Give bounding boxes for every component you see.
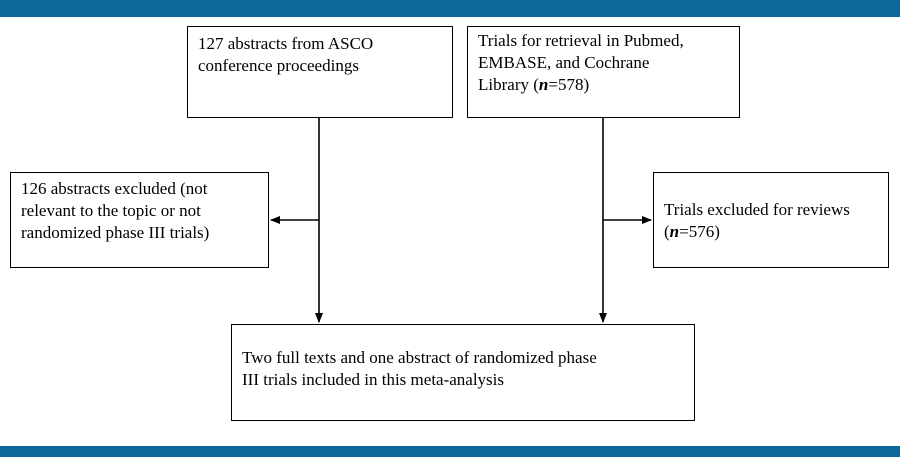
excluded-reviews-line-2-suffix: =576) <box>679 222 720 241</box>
asco-box-line-2: conference proceedings <box>198 56 359 75</box>
excluded-abstracts-box: 126 abstracts excluded (not relevant to … <box>10 172 269 268</box>
asco-box-line-1: 127 abstracts from ASCO <box>198 34 374 53</box>
databases-box-line-1: Trials for retrieval in Pubmed, <box>478 31 684 50</box>
excluded-abstracts-line-1: 126 abstracts excluded (not <box>21 179 208 198</box>
databases-line-3-prefix: Library ( <box>478 75 539 94</box>
excluded-reviews-line-2-prefix: ( <box>664 222 670 241</box>
databases-box-line-2: EMBASE, and Cochrane <box>478 53 650 72</box>
excluded-reviews-n-label: n <box>669 222 680 241</box>
included-box-line-2: III trials included in this meta-analysi… <box>242 370 505 389</box>
included-trials-box: Two full texts and one abstract of rando… <box>231 324 695 421</box>
databases-n-label: n <box>538 75 549 94</box>
excluded-abstracts-line-3: randomized phase III trials) <box>21 223 210 242</box>
excluded-reviews-line-2: (n=576) <box>664 221 880 243</box>
databases-box-line-3: Library (n=578) <box>478 74 731 96</box>
top-banner <box>0 0 900 17</box>
bottom-banner <box>0 446 900 457</box>
excluded-reviews-box: Trials excluded for reviews (n=576) <box>653 172 889 268</box>
asco-abstracts-box: 127 abstracts from ASCO conference proce… <box>187 26 453 118</box>
excluded-abstracts-line-2: relevant to the topic or not <box>21 201 201 220</box>
included-box-line-1: Two full texts and one abstract of rando… <box>242 348 597 367</box>
excluded-reviews-line-1: Trials excluded for reviews <box>664 200 850 219</box>
database-trials-box: Trials for retrieval in Pubmed, EMBASE, … <box>467 26 740 118</box>
databases-line-3-suffix: =578) <box>548 75 590 94</box>
